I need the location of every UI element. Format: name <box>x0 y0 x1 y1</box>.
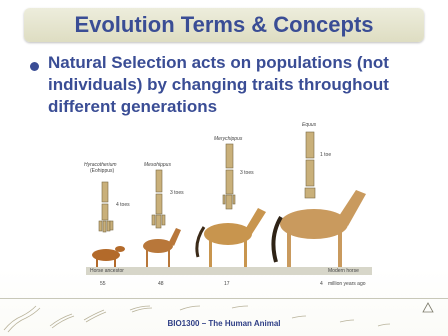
mesohippus-leg <box>151 169 166 229</box>
label-mesohippus: Mesohippus <box>144 162 171 168</box>
merychippus-leg <box>222 143 236 210</box>
slide-title: Evolution Terms & Concepts <box>74 12 374 37</box>
horse-evolution-figure: Hyracotherium (Eohippus) 4 toes Mesohipp… <box>84 122 374 290</box>
footer-divider <box>0 298 448 299</box>
timeline-tick-4: 4 <box>320 281 323 287</box>
bullet-dot <box>30 62 39 71</box>
timeline-tick-2: 48 <box>158 281 164 287</box>
dna-decoration <box>3 305 391 333</box>
equus-leg <box>304 131 316 199</box>
footer-course-title: BIO1300 – The Human Animal <box>167 319 281 328</box>
merychippus-horse <box>195 208 266 267</box>
mesohippus-horse <box>143 228 181 267</box>
hyracotherium-leg <box>98 181 114 233</box>
title-bar: Evolution Terms & Concepts <box>24 8 424 42</box>
toes-equus: 1 toe <box>320 152 332 158</box>
label-merychippus: Merychippus <box>214 136 243 142</box>
hyracotherium-horse <box>92 246 125 267</box>
toes-hyracotherium: 4 toes <box>116 202 130 208</box>
equus-horse <box>271 190 366 267</box>
label-hyracotherium: Hyracotherium <box>84 162 117 168</box>
timeline-bar <box>86 267 372 275</box>
toes-merychippus: 3 toes <box>240 170 254 176</box>
slide-number-icon <box>422 302 434 313</box>
label-equus: Equus <box>302 122 317 128</box>
label-hyracotherium-alt: (Eohippus) <box>90 168 115 174</box>
bullet-text: Natural Selection acts on populations (n… <box>48 53 389 116</box>
timeline-right-label: Modern horse <box>328 268 359 274</box>
timeline-unit: million years ago <box>328 281 366 287</box>
timeline-tick-3: 17 <box>224 281 230 287</box>
timeline-left-label: Horse ancestor <box>90 268 124 274</box>
toes-mesohippus: 3 toes <box>170 190 184 196</box>
timeline-tick-1: 55 <box>100 281 106 287</box>
